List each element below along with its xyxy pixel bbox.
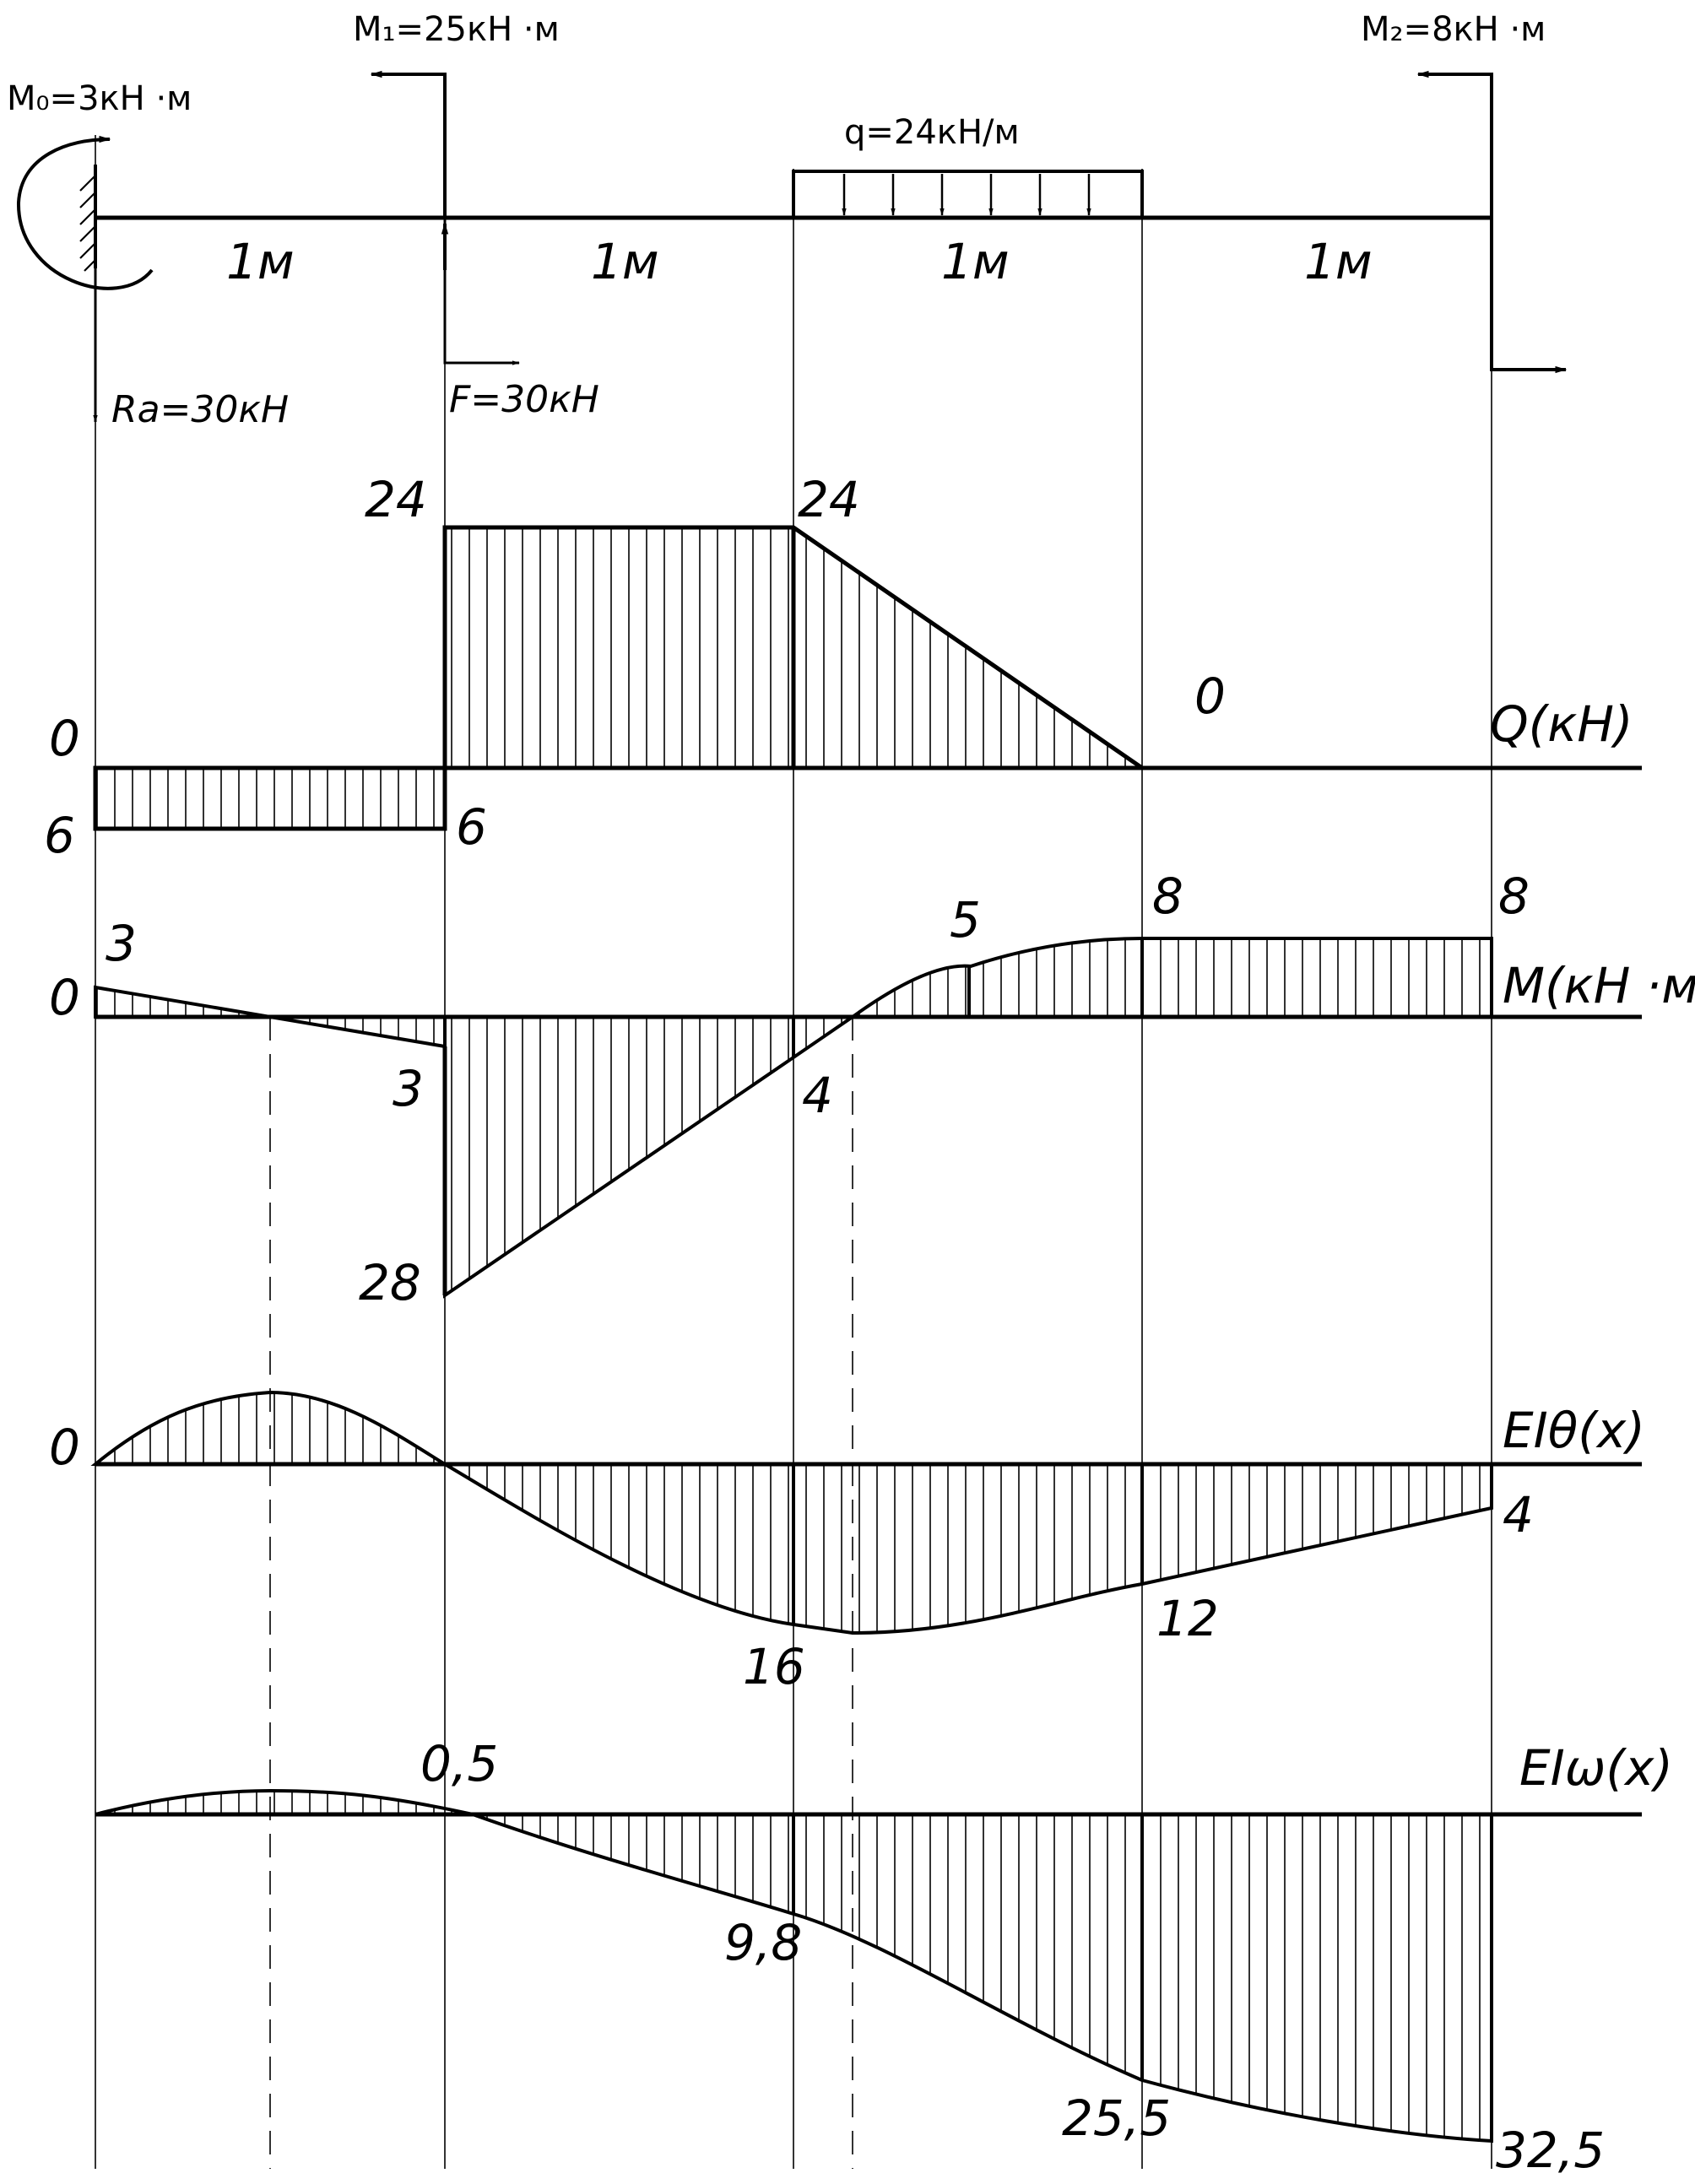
moment-axis-label: M(кН ·м) [1503, 957, 1695, 1014]
span-label-3: 1м [941, 233, 1010, 290]
moment-area-2 [269, 1015, 447, 1049]
deflection-area-1 [95, 1788, 474, 1816]
m2-label: M₂=8кН ·м [1361, 10, 1546, 49]
deflection-label-98: 9,8 [724, 1914, 802, 1971]
slope-label-12: 12 [1156, 1590, 1219, 1647]
shear-diagram: Q(кН) 0 6 6 24 24 0 [44, 471, 1642, 864]
moment-label-28: 28 [359, 1254, 421, 1311]
slope-diagram: EIθ(x) 0 16 12 4 [49, 1390, 1645, 1695]
deflection-axis-label: EIω(x) [1519, 1739, 1673, 1797]
moment-area-1 [94, 985, 271, 1019]
slope-area-1 [90, 1390, 452, 1466]
m0-arrow [16, 135, 154, 290]
slope-area-2 [438, 1462, 1493, 1635]
span-label-1: 1м [226, 233, 295, 290]
deflection-label-325: 32,5 [1496, 2122, 1605, 2179]
shear-label-6-left: 6 [44, 807, 75, 864]
shear-label-6-right: 6 [456, 798, 487, 856]
slope-label-16: 16 [743, 1638, 805, 1695]
f-label: F=30кН [449, 378, 599, 421]
m1-label: M₁=25кН ·м [353, 10, 560, 49]
q-load-box [792, 170, 1144, 219]
beam-scheme [16, 70, 1568, 423]
shear-label-0-right: 0 [1194, 668, 1226, 725]
moment-label-8-mid: 8 [1152, 868, 1183, 925]
span-label-2: 1м [591, 233, 659, 290]
q-load-arrows [842, 174, 1091, 216]
moment-label-4: 4 [802, 1067, 833, 1124]
q-label: q=24кН/м [844, 113, 1020, 152]
moment-area-4 [847, 937, 1493, 1019]
shear-label-24-left: 24 [365, 471, 427, 528]
moment-label-0: 0 [49, 969, 80, 1026]
moment-label-8-right: 8 [1498, 868, 1530, 925]
shear-label-0-left: 0 [49, 710, 80, 767]
slope-label-4: 4 [1503, 1486, 1534, 1543]
moment-label-3-top: 3 [106, 915, 137, 972]
deflection-diagram: EIω(x) 0,5 9,8 25,5 32,5 [95, 1735, 1673, 2179]
f-arrow [443, 218, 520, 365]
deflection-label-255: 25,5 [1062, 2089, 1171, 2147]
moment-label-5: 5 [950, 891, 981, 949]
m2-arrow-bottom [1490, 218, 1568, 374]
deflection-label-05: 0,5 [420, 1735, 498, 1792]
m2-arrow-top [1416, 70, 1493, 218]
moment-area-3 [443, 1015, 858, 1299]
deflection-area-2 [472, 1813, 1493, 2143]
slope-label-0: 0 [49, 1419, 80, 1476]
shear-area-1 [93, 765, 447, 831]
span-label-4: 1м [1304, 233, 1373, 290]
moment-label-3-bottom: 3 [393, 1060, 424, 1117]
shear-axis-label: Q(кН) [1490, 695, 1633, 753]
beam-labels: M₀=3кН ·м M₁=25кН ·м M₂=8кН ·м q=24кН/м … [7, 10, 1546, 431]
support-hatch [79, 175, 96, 272]
slope-axis-label: EIθ(x) [1503, 1402, 1645, 1459]
ra-label: Rа=30кН [111, 388, 289, 431]
m1-arrow [370, 70, 447, 218]
shear-label-24-right: 24 [798, 471, 860, 528]
m0-label: M₀=3кН ·м [7, 79, 192, 118]
moment-diagram: M(кН ·м) 3 0 3 28 4 5 8 8 [49, 868, 1695, 1311]
